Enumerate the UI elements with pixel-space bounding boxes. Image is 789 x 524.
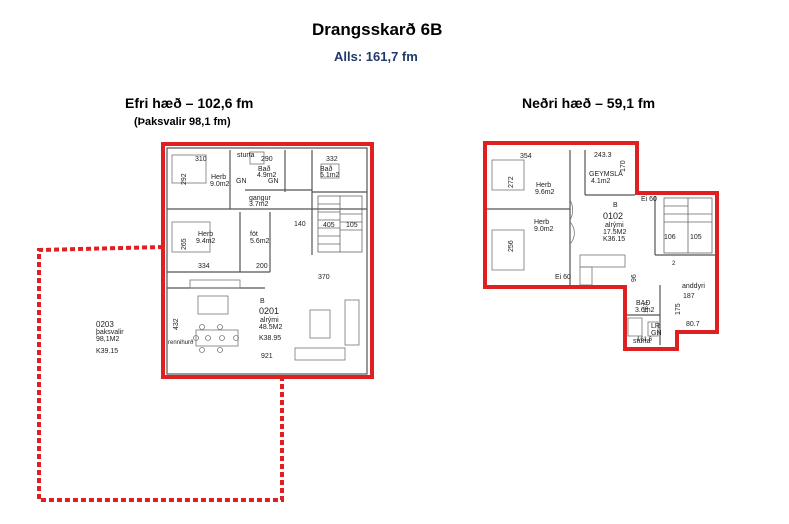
room-marker: B	[613, 202, 618, 209]
lower-furniture	[491, 159, 659, 337]
dim-label: 80.7	[686, 321, 700, 328]
lower-floor-outline	[483, 141, 719, 351]
room-area: 4.1m2	[591, 178, 611, 185]
lower-floor-heading: Neðri hæð – 59,1 fm	[522, 95, 656, 111]
room-area: 9.0m2	[210, 181, 230, 188]
dim-label: 256	[508, 240, 515, 252]
room-area: 3.7m2	[249, 201, 269, 208]
terrace-outline	[37, 245, 284, 502]
room-name: Herb	[211, 174, 226, 181]
lower-dimension-labels: 354 243.3 170 272 256 Ei 60 106 105 Ei 6…	[508, 152, 702, 345]
dim-label: 432	[173, 318, 180, 330]
room-name: BAÐ	[636, 300, 650, 307]
page-title: Drangsskarð 6B	[312, 20, 443, 39]
room-name: anddyri	[682, 283, 705, 290]
room-k: K38.95	[259, 335, 281, 342]
room-name: alrými	[605, 222, 624, 229]
room-k: K36.15	[603, 236, 625, 243]
dim-label: 332	[326, 156, 338, 163]
upper-stairs	[317, 195, 363, 253]
room-name: Herb	[198, 231, 213, 238]
dim-label: 370	[318, 274, 330, 281]
unit-number: 0102	[603, 211, 623, 221]
room-name: GN	[268, 178, 279, 185]
upper-walls	[166, 147, 368, 375]
dim-label: 200	[256, 263, 268, 270]
dim-label: 265	[181, 238, 188, 250]
room-name: Bað	[320, 165, 333, 173]
terrace-k: K39.15	[96, 348, 118, 355]
upper-floor-outline	[161, 142, 374, 379]
dim-label: 170	[620, 160, 627, 172]
room-area: 5.6m2	[250, 238, 270, 245]
upper-floor-plan: 310 sturta 290 332 292 265 140 405 105 3…	[37, 142, 374, 502]
room-name: föt	[250, 231, 258, 238]
room-area: 9.6m2	[535, 189, 555, 196]
dim-label: 161.6	[637, 337, 653, 343]
dim-label: 106	[664, 234, 676, 241]
dim-label: 175	[675, 303, 682, 315]
dim-label: 105	[690, 234, 702, 241]
room-name: Herb	[536, 182, 551, 189]
room-name: LR	[651, 323, 660, 330]
room-name: GN	[651, 330, 662, 337]
room-area: 9.4m2	[196, 238, 216, 245]
terrace-label: þaksvalir	[96, 329, 124, 336]
room-name: Herb	[534, 219, 549, 226]
dim-label: Ei 60	[641, 196, 657, 203]
dim-label: 105	[346, 222, 358, 229]
room-area: 3.6m2	[635, 307, 655, 314]
dim-label: 96	[631, 274, 638, 282]
terrace-unit: 0203	[96, 320, 114, 329]
room-name: GN	[236, 178, 247, 185]
room-area: 48.5M2	[259, 324, 282, 331]
terrace-area: 98,1M2	[96, 336, 119, 343]
dim-label: 243.3	[594, 152, 612, 159]
dim-label: 140	[294, 221, 306, 228]
room-note: rennihurð	[168, 339, 194, 346]
unit-number: 0201	[259, 306, 279, 316]
dim-label: 167	[644, 302, 650, 313]
dim-label: sturta	[237, 152, 255, 159]
room-name: alrými	[260, 317, 279, 324]
upper-furniture	[171, 151, 360, 361]
upper-floor-terrace-note: (Þaksvalir 98,1 fm)	[134, 116, 231, 128]
dim-label: Ei 60	[555, 274, 571, 281]
room-name: Bað	[258, 165, 271, 173]
upper-floor-heading: Efri hæð – 102,6 fm	[125, 95, 254, 111]
lower-floor-plan: 354 243.3 170 272 256 Ei 60 106 105 Ei 6…	[483, 141, 719, 351]
room-area: 4.9m2	[257, 172, 277, 179]
dim-label: sturta	[633, 338, 651, 345]
lower-room-labels: Herb 9.6m2 GEYMSLA 4.1m2 Herb 9.0m2 B 01…	[534, 171, 705, 337]
terrace-labels: 0203 þaksvalir 98,1M2 K39.15	[96, 320, 124, 355]
lower-walls	[487, 150, 715, 345]
dim-label: 334	[198, 263, 210, 270]
room-area: 9.0m2	[534, 226, 554, 233]
dim-label: 2	[672, 261, 676, 267]
dim-label: 292	[181, 173, 188, 185]
upper-room-labels: Herb 9.0m2 Bað 4.9m2 GN GN Bað 5.1m2 gan…	[168, 165, 340, 346]
room-name: gangur	[249, 195, 271, 202]
total-area: Alls: 161,7 fm	[334, 49, 418, 64]
dim-label: 354	[520, 153, 532, 160]
dim-label: 290	[261, 156, 273, 163]
lower-stairs	[663, 197, 713, 254]
dim-label: 405	[323, 222, 335, 229]
room-marker: B	[260, 298, 265, 305]
room-name: GEYMSLA	[589, 171, 623, 178]
dim-label: 921	[261, 353, 273, 360]
room-area: 17.5M2	[603, 229, 626, 236]
dim-label: 272	[508, 176, 515, 188]
dim-label: 187	[683, 293, 695, 300]
dim-label: 310	[195, 156, 207, 163]
room-area: 5.1m2	[320, 172, 340, 179]
upper-dimension-labels: 310 sturta 290 332 292 265 140 405 105 3…	[173, 152, 358, 360]
